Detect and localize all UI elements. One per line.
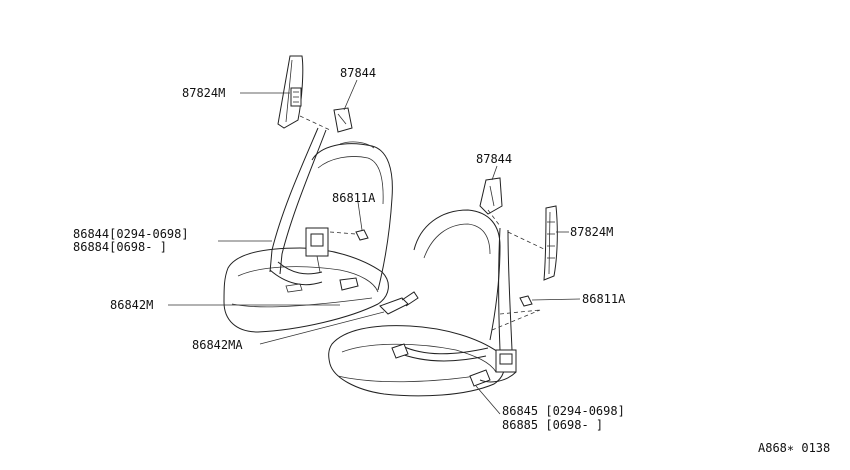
label-86885: 86885 [0698- ] bbox=[502, 418, 603, 432]
label-86844: 86844[0294-0698] bbox=[73, 227, 189, 241]
label-86884: 86884[0698- ] bbox=[73, 240, 167, 254]
label-86842ma: 86842MA bbox=[192, 338, 243, 352]
label-86842m: 86842M bbox=[110, 298, 153, 312]
left-seat-drawing bbox=[223, 141, 393, 333]
diagram-code: A868∗ 0138 bbox=[758, 441, 830, 455]
label-87844-left: 87844 bbox=[340, 66, 376, 80]
right-seat-belt bbox=[391, 177, 558, 387]
label-86811a-left: 86811A bbox=[332, 191, 376, 205]
label-86811a-right: 86811A bbox=[582, 292, 626, 306]
label-87824m-left: 87824M bbox=[182, 86, 225, 100]
leader-lines bbox=[168, 79, 581, 415]
right-seat-drawing bbox=[328, 209, 505, 397]
label-87824m-right: 87824M bbox=[570, 225, 613, 239]
label-87844-right: 87844 bbox=[476, 152, 512, 166]
label-86845: 86845 [0294-0698] bbox=[502, 404, 625, 418]
left-seat-belt bbox=[269, 55, 419, 315]
part-labels: 87824M 87844 86811A 86844[0294-0698] 868… bbox=[73, 66, 830, 455]
